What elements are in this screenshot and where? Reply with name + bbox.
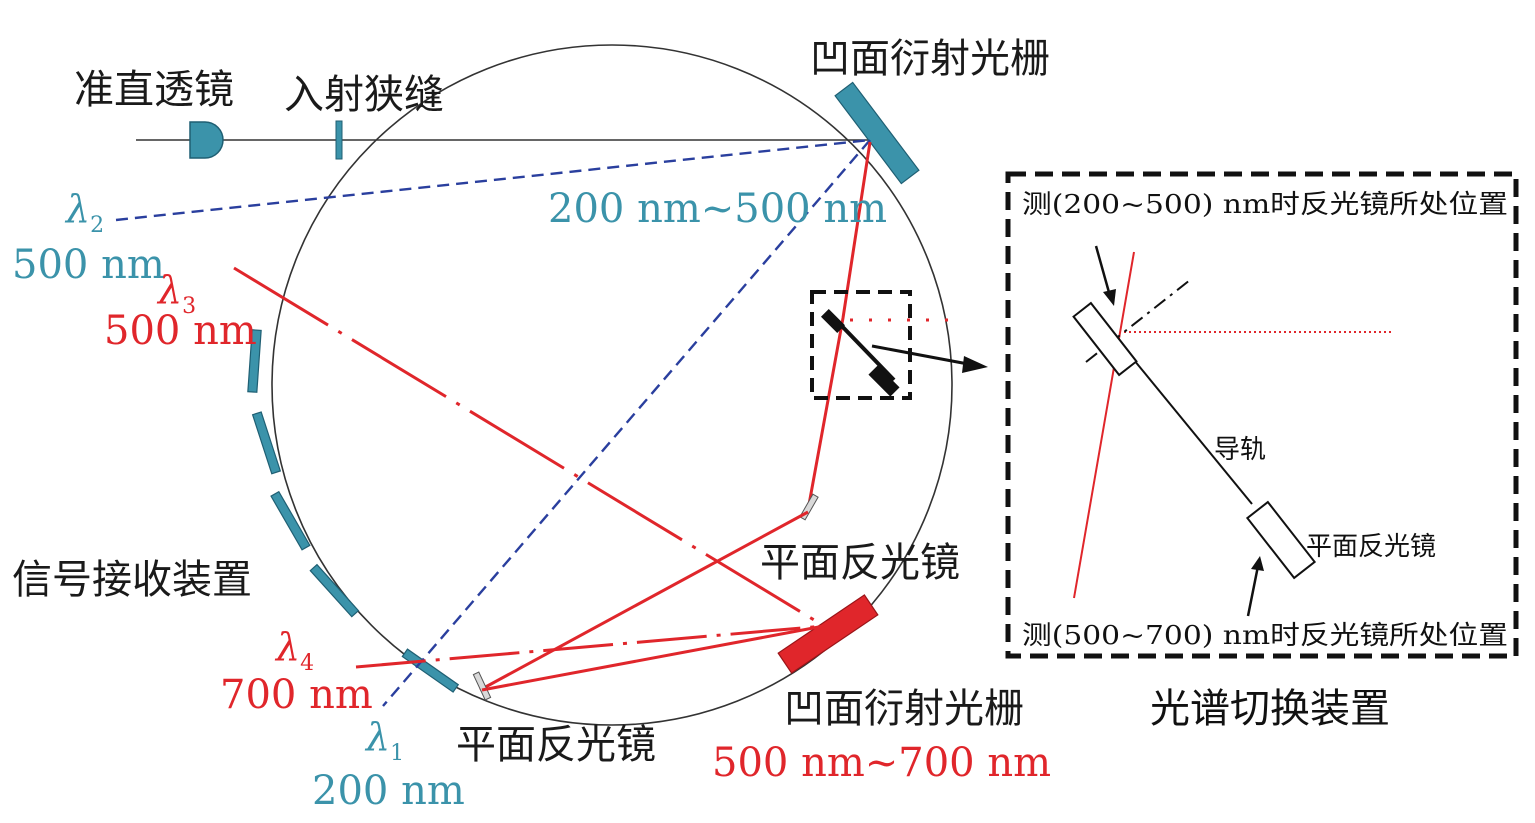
callout-arrow-head: [962, 356, 988, 373]
inset-red-line: [1073, 251, 1135, 599]
detector-2: [251, 411, 282, 475]
lambda2-symbol: λ: [64, 187, 90, 231]
entrance-slit: [335, 120, 343, 160]
lambda3-ray: [233, 266, 825, 628]
switch-mirror-bottom: [868, 365, 900, 397]
label-lambda1: λ1: [364, 715, 404, 766]
inset-title: 光谱切换装置: [1150, 686, 1390, 732]
label-lambda1-value: 200 nm: [312, 768, 465, 814]
detector-3: [270, 490, 311, 551]
label-lambda2: λ2: [64, 187, 104, 238]
label-lambda4-value: 700 nm: [220, 672, 373, 718]
lambda4-subscript: 4: [300, 651, 314, 676]
label-range-500-700: 500 nm~700 nm: [712, 740, 1051, 786]
rowland-circle: [271, 44, 953, 726]
lambda4-symbol: λ: [274, 625, 300, 669]
lambda3-subscript: 3: [182, 294, 196, 319]
label-concave-grating-bottom: 凹面衍射光栅: [784, 686, 1024, 732]
lambda3-symbol: λ: [156, 268, 182, 312]
detector-4: [309, 563, 360, 618]
switching-device-highlight-box: [810, 290, 912, 400]
red-beam-to-bottom-grating: [481, 624, 825, 692]
label-plane-mirror-bottom: 平面反光镜: [456, 722, 656, 768]
collimating-lens: [189, 121, 224, 159]
detector-1: [247, 329, 262, 393]
label-lambda3-value: 500 nm: [104, 308, 257, 354]
inset-label-position-200-500: 测(200~500) nm时反光镜所处位置: [1022, 190, 1508, 220]
inset-label-plane-mirror: 平面反光镜: [1306, 532, 1436, 562]
callout-arrow-line: [871, 344, 969, 366]
inset-mirror-lower: [1245, 500, 1317, 580]
label-plane-mirror-right: 平面反光镜: [760, 540, 960, 586]
lambda1-symbol: λ: [364, 715, 390, 759]
red-beam-to-bottom-mirror: [479, 510, 809, 692]
concave-grating-bottom: [777, 594, 879, 674]
inset-content: [1072, 245, 1394, 617]
label-collimating-lens: 准直透镜: [74, 67, 234, 113]
inset-mirror-upper: [1072, 301, 1138, 377]
inset-arrow-lower-line: [1246, 565, 1260, 617]
inset-label-guide-rail: 导轨: [1214, 435, 1266, 465]
label-lambda2-value: 500 nm: [12, 242, 165, 288]
inset-arrow-upper-head: [1103, 289, 1116, 306]
inset-box: [1005, 171, 1519, 659]
inset-arrow-lower-head: [1251, 556, 1264, 571]
lambda2-subscript: 2: [90, 213, 104, 238]
lambda4-ray: [355, 624, 825, 669]
red-beam-grating-to-mirror: [806, 141, 872, 511]
signal-receiver-detectors: [247, 329, 460, 693]
lambda2-ray: [115, 138, 871, 222]
label-concave-grating-top: 凹面衍射光栅: [810, 36, 1050, 82]
concave-grating-top: [834, 81, 920, 185]
inset-arrow-upper-line: [1094, 245, 1112, 297]
lambda1-ray: [382, 139, 871, 707]
plane-mirror-bottom: [472, 671, 492, 701]
switch-rail: [834, 318, 896, 382]
inset-guide-rail: [1133, 359, 1253, 505]
inset-label-position-500-700: 测(500~700) nm时反光镜所处位置: [1022, 621, 1508, 651]
lambda1-subscript: 1: [390, 741, 404, 766]
label-lambda3: λ3: [156, 268, 196, 319]
label-lambda4: λ4: [274, 625, 314, 676]
switch-mirror-top: [820, 308, 846, 334]
label-entrance-slit: 入射狭缝: [284, 72, 444, 118]
label-signal-receiver: 信号接收装置: [12, 557, 252, 603]
detector-5: [401, 648, 460, 693]
spectrum-switching-device: [820, 308, 900, 397]
label-range-200-500: 200 nm~500 nm: [548, 186, 887, 232]
